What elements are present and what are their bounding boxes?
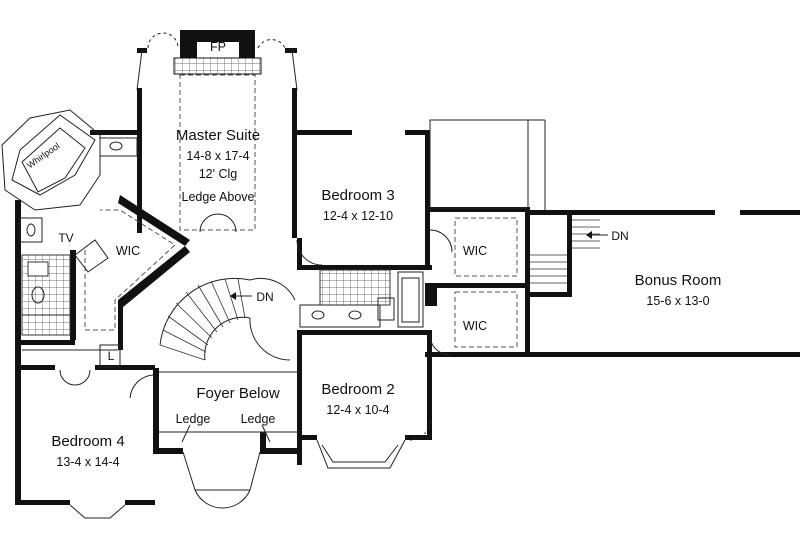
fireplace-label: FP [210,40,226,54]
stair-dn-label: DN [256,290,273,304]
bonus-room-name: Bonus Room [635,272,722,289]
bedroom3-name: Bedroom 3 [321,187,394,204]
wic-master-label: WIC [116,244,140,258]
wic-bedroom3-label: WIC [463,244,487,258]
ledge-label-right: Ledge [241,412,276,426]
labels: FP Master Suite 14-8 x 17-4 12' Clg Ledg… [25,40,721,469]
bedroom4-name: Bedroom 4 [51,433,124,450]
bedroom3-size: 12-4 x 12-10 [323,209,393,223]
tv-label: TV [58,231,73,245]
master-suite-name: Master Suite [176,127,260,144]
stair-treads [159,278,246,361]
whirlpool-label: Whirlpool [25,141,61,171]
master-suite-ceiling: 12' Clg [199,167,238,181]
walls [15,48,800,505]
bedroom4-size: 13-4 x 14-4 [56,455,119,469]
bedroom2-size: 12-4 x 10-4 [326,403,389,417]
master-suite-size: 14-8 x 17-4 [186,149,249,163]
bonus-dn-label: DN [611,229,628,243]
foyer-name: Foyer Below [196,385,280,402]
master-suite-note: Ledge Above [182,190,255,204]
bedroom2-name: Bedroom 2 [321,381,394,398]
bonus-room-size: 15-6 x 13-0 [646,294,709,308]
ledge-label-left: Ledge [176,412,211,426]
wic-bedroom2-label: WIC [463,319,487,333]
linen-label: L [108,349,115,363]
fixtures [1,30,608,519]
